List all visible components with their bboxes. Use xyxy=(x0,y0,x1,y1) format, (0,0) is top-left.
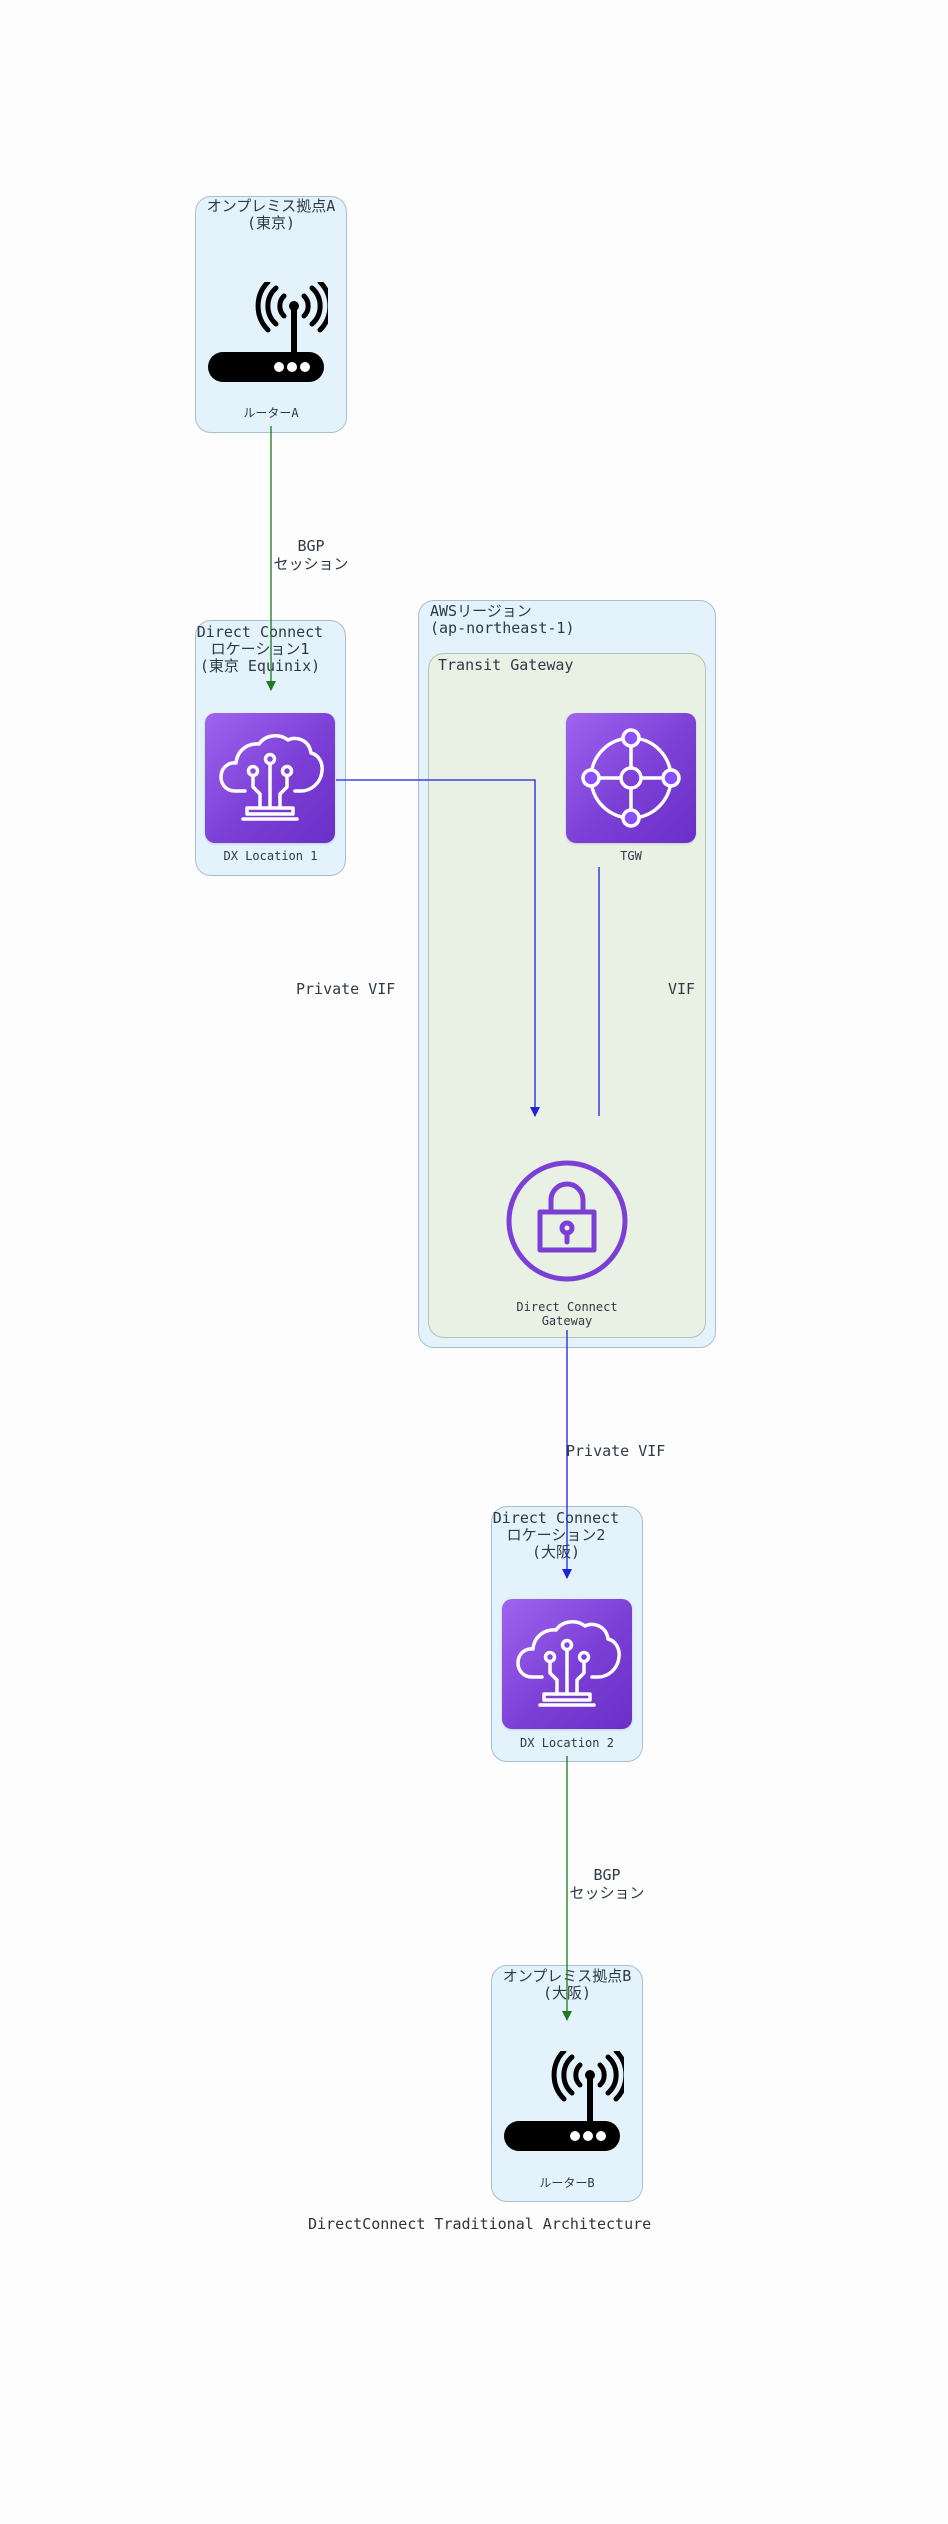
cluster-dx-location-2-label: Direct Connect ロケーション2 (大阪) xyxy=(492,1509,620,1561)
tgw-icon xyxy=(566,713,696,843)
router-b-label: ルーターB xyxy=(539,2176,595,2190)
diagram-title: DirectConnect Traditional Architecture xyxy=(308,2215,652,2233)
dx-location-2-icon xyxy=(502,1599,632,1729)
cluster-aws-region-label: AWSリージョン (ap-northeast-1) xyxy=(430,602,575,637)
tgw-label: TGW xyxy=(620,849,642,863)
edge-vif-tgw-label: VIF xyxy=(668,980,696,998)
edge-bgp-a-label: BGP セッション xyxy=(273,537,349,573)
edge-private-vif-2-label: Private VIF xyxy=(566,1442,666,1460)
edge-bgp-b-label: BGP セッション xyxy=(569,1866,645,1902)
router-a-icon xyxy=(208,282,328,388)
dx-location-1-label: DX Location 1 xyxy=(223,849,318,863)
cluster-onprem-a-label: オンプレミス拠点A (東京) xyxy=(206,197,336,232)
edge-private-vif-1 xyxy=(336,779,540,1117)
cluster-transit-gateway-label: Transit Gateway xyxy=(438,656,574,674)
dx-location-1-icon xyxy=(205,713,335,843)
router-a-label: ルーターA xyxy=(243,406,299,420)
edge-private-vif-1-label: Private VIF xyxy=(296,980,396,998)
router-b-icon xyxy=(504,2051,624,2157)
dx-location-2-label: DX Location 2 xyxy=(520,1736,614,1750)
dx-gateway-label: Direct Connect Gateway xyxy=(516,1300,618,1328)
cluster-dx-location-1-label: Direct Connect ロケーション1 (東京 Equinix) xyxy=(196,623,324,675)
dx-gateway-icon xyxy=(504,1158,630,1284)
